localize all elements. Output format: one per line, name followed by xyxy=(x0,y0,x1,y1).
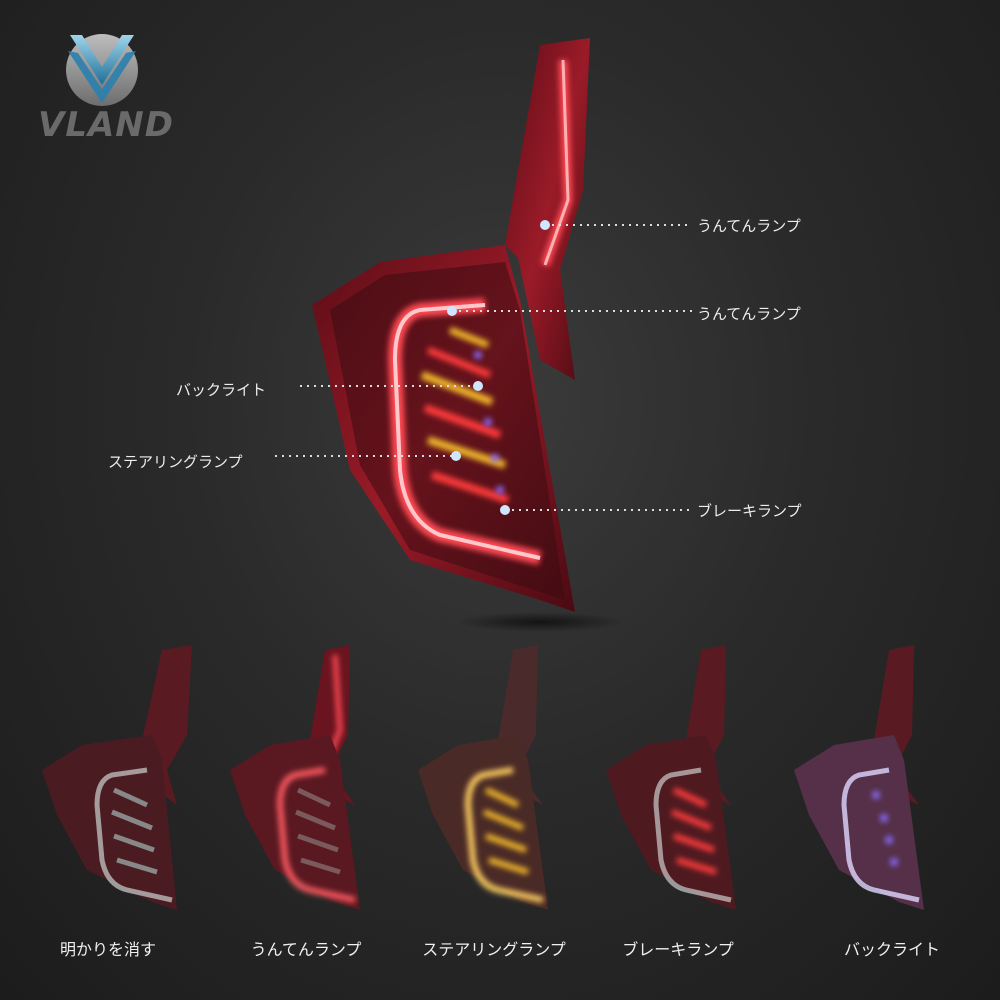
callout-label-turn: ステアリングランプ xyxy=(108,453,243,471)
brand-logo: VLAND xyxy=(30,25,180,145)
logo-emblem-icon xyxy=(66,34,138,106)
callout-label-running-upper: うんてんランプ xyxy=(697,217,801,235)
callout-lines xyxy=(275,224,692,511)
mode-label-reverse: バックライト xyxy=(843,940,940,959)
callout-label-running-lower: うんてんランプ xyxy=(697,305,801,323)
callout-label-brake: ブレーキランプ xyxy=(697,502,802,520)
mode-lamp-brake xyxy=(606,645,736,910)
mode-label-off: 明かりを消す xyxy=(59,940,156,959)
mode-lamp-turn xyxy=(418,645,548,910)
mode-label-brake: ブレーキランプ xyxy=(622,940,734,959)
mode-lamp-running xyxy=(230,645,360,910)
lamp-bars xyxy=(420,326,510,504)
mode-label-running: うんてんランプ xyxy=(250,940,362,959)
mode-lamp-reverse xyxy=(794,645,924,910)
mode-label-turn: ステアリングランプ xyxy=(422,940,566,959)
callout-dots xyxy=(447,220,550,515)
mode-lamp-off xyxy=(42,645,192,910)
main-tail-light xyxy=(312,38,625,632)
logo-text: VLAND xyxy=(38,105,174,145)
callout-label-reverse: バックライト xyxy=(176,381,267,399)
